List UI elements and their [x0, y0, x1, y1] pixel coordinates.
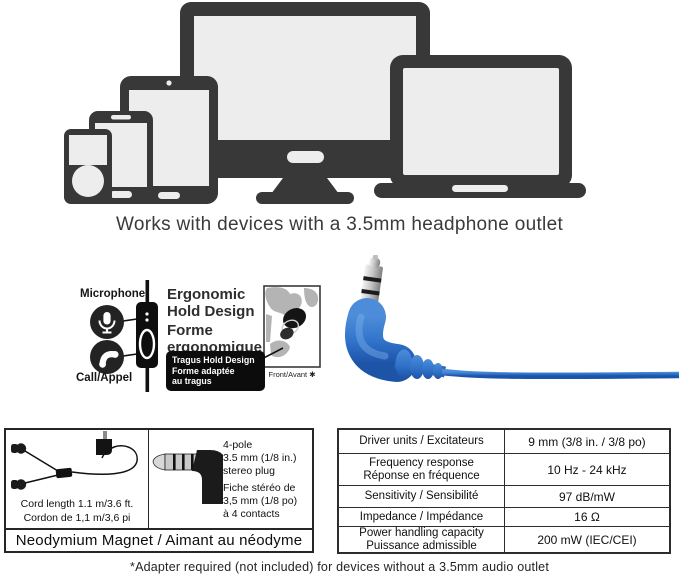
blue-plug-photo [345, 255, 679, 382]
cable-line-top [145, 280, 150, 304]
microphone-icon [90, 305, 124, 339]
front-avant-label: Front/Avant ✱ [268, 370, 316, 379]
spec-value: 97 dB/mW [558, 489, 615, 504]
tragus-badge: Tragus Hold Design Forme adaptée au trag… [166, 351, 265, 391]
earbuds-cord-diagram [11, 431, 138, 490]
call-leader-line [122, 353, 138, 357]
laptop-icon [374, 55, 586, 198]
devices-illustration [64, 2, 586, 204]
mic-leader-line [122, 318, 138, 322]
adapter-footnote: *Adapter required (not included) for dev… [130, 560, 549, 574]
inline-remote-icon [136, 302, 158, 368]
table-row: Power handling capacity Puissance admiss… [339, 526, 669, 553]
ipod-icon [64, 129, 112, 204]
desktop-monitor-icon [180, 2, 430, 204]
cord-info-top: Cord length 1.1 m/3.6 ft. Cordon de 1,1 … [6, 430, 312, 528]
spec-value: 200 mW (IEC/CEI) [537, 533, 637, 547]
earbud-icon [280, 308, 307, 340]
spec-value: 10 Hz - 24 kHz [547, 462, 627, 477]
cord-length-text: Cord length 1.1 m/3.6 ft. Cordon de 1,1 … [20, 498, 134, 524]
spec-label: Power handling capacity Puissance admiss… [339, 527, 505, 553]
spec-label: Impedance / Impédance [339, 508, 505, 526]
spec-value: 16 Ω [574, 510, 600, 524]
cable-line-bottom [145, 366, 150, 392]
mini-plug-icon [96, 431, 112, 455]
spec-label: Frequency response Réponse en fréquence [339, 454, 505, 485]
stereo-plug-diagram [152, 450, 223, 504]
microphone-label: Microphone [80, 288, 146, 300]
call-label: Call/Appel [76, 372, 133, 384]
ergonomic-title-en: Ergonomic Hold Design [167, 286, 255, 320]
table-row: Driver units / Excitateurs 9 mm (3/8 in.… [339, 430, 669, 453]
spec-label: Driver units / Excitateurs [339, 430, 505, 453]
spec-label: Sensitivity / Sensibilité [339, 486, 505, 507]
table-row: Impedance / Impédance 16 Ω [339, 507, 669, 526]
plug-strain-relief [394, 349, 446, 379]
feature-diagram-art [90, 280, 321, 392]
cord-info-box: Cord length 1.1 m/3.6 ft. Cordon de 1,1 … [4, 428, 314, 553]
magnet-row: Neodymium Magnet / Aimant au néodyme [6, 528, 312, 551]
blue-cable [441, 368, 679, 380]
spec-value: 9 mm (3/8 in. / 3/8 po) [528, 434, 646, 449]
feature-diagram: Microphone Call/Appel Ergonomic Hold Des… [70, 272, 330, 404]
table-row: Sensitivity / Sensibilité 97 dB/mW [339, 485, 669, 507]
spec-table: Driver units / Excitateurs 9 mm (3/8 in.… [337, 428, 671, 554]
ear-illustration [263, 285, 321, 368]
compatibility-caption: Works with devices with a 3.5mm headphon… [115, 214, 564, 235]
table-row: Frequency response Réponse en fréquence … [339, 453, 669, 485]
plug-highlight [355, 313, 389, 360]
call-icon [90, 340, 124, 374]
cord-length-cell: Cord length 1.1 m/3.6 ft. Cordon de 1,1 … [6, 430, 149, 528]
stereo-plug-text: 4-pole 3.5 mm (1/8 in.) stereo plug Fich… [223, 439, 298, 520]
stereo-plug-cell: 4-pole 3.5 mm (1/8 in.) stereo plug Fich… [149, 430, 312, 528]
plug-body [345, 298, 416, 382]
